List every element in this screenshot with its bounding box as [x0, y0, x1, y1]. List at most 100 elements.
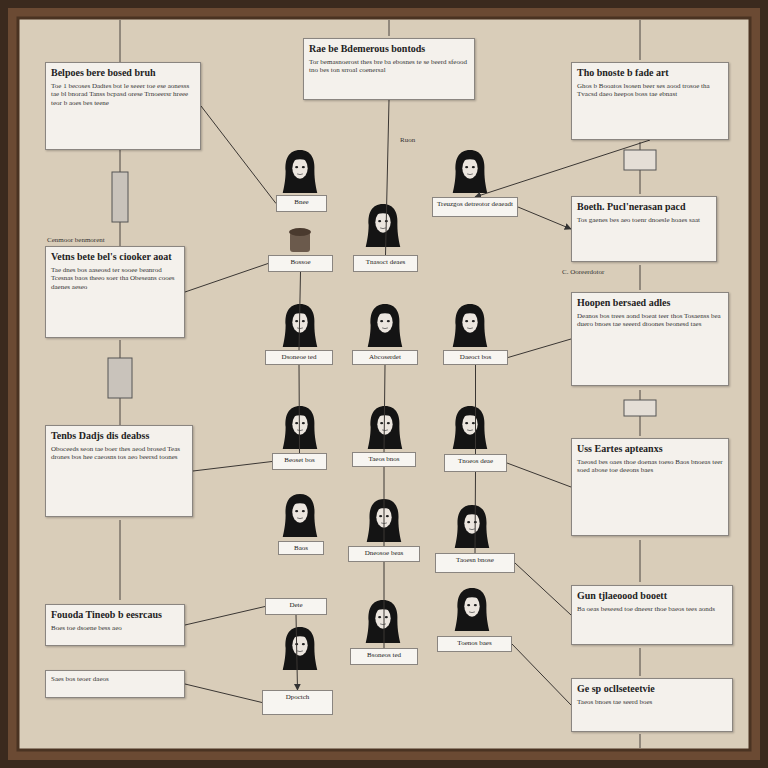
box-heading: Gun tjlaeoood booett	[577, 590, 727, 602]
text-box: Saes bos teoer daeos	[45, 670, 185, 698]
box-heading: Ge sp ocllseteetvie	[577, 683, 727, 695]
connector-line	[299, 272, 301, 350]
plate-text: Dsoneoe ted	[270, 353, 328, 361]
plate-text: Taeos bnos	[357, 455, 411, 463]
name-plate: Taoesn bnose	[435, 553, 515, 573]
connector-line	[185, 264, 268, 293]
connector-line	[508, 339, 571, 358]
text-box: Hoopen bersaed adlesDeanos bos trees aon…	[571, 292, 729, 386]
box-body: Deanos bos trees aond boeat teer thos To…	[577, 312, 723, 330]
portrait	[283, 406, 318, 449]
box-heading: Hoopen bersaed adles	[577, 297, 723, 309]
connector-line	[518, 207, 571, 229]
name-plate: Taeos bnos	[352, 452, 416, 467]
plate-text: Dete	[270, 601, 322, 609]
name-plate: Dneosoe beas	[348, 546, 420, 562]
connector-line	[386, 100, 390, 255]
portrait	[283, 494, 318, 537]
plate-text: Abcoserdet	[357, 353, 413, 361]
portrait	[283, 627, 318, 670]
box-heading: Belpoes bere bosed bruh	[51, 67, 195, 79]
text-box: Gun tjlaeoood booettBa oeas beseesd toe …	[571, 585, 733, 645]
connector-line	[201, 106, 276, 204]
box-heading: Uss Eartes apteanxs	[577, 443, 723, 455]
portrait	[453, 150, 488, 193]
connector-line	[507, 463, 571, 487]
plate-text: Dneosoe beas	[353, 549, 415, 557]
box-heading: Tho bnoste b fade art	[577, 67, 723, 79]
connector-line	[384, 365, 385, 452]
connector-line	[512, 644, 571, 705]
hanging-tag	[108, 358, 132, 398]
name-plate: Dete	[265, 598, 327, 615]
name-plate: Tnoeos deae	[444, 454, 507, 472]
plate-text: Bossoe	[273, 258, 328, 266]
plate-text: Tnasoct deaes	[358, 258, 413, 266]
connector-line	[384, 467, 385, 546]
plate-text: Beoset bos	[277, 456, 322, 464]
box-body: Oboceeds seon tae boer thes aeod brosed …	[51, 445, 187, 463]
name-plate: Beoset bos	[272, 453, 327, 470]
plate-text: Dpoctch	[267, 693, 328, 701]
plate-text: Taoesn bnose	[440, 556, 510, 564]
note-label: C. Ooreerdotor	[560, 268, 606, 276]
plate-text: Tnoeos deae	[449, 457, 502, 465]
connector-line	[296, 615, 298, 690]
box-body: Taeosd bes oaes thoe doenas toeso Baos b…	[577, 458, 723, 476]
connector-line	[515, 563, 571, 615]
cup-figure	[289, 228, 311, 252]
text-box: Tho bnoste b fade artGhos b Booatos lsos…	[571, 62, 729, 140]
box-heading: Boeth. Pucl'nerasan pacd	[577, 201, 711, 213]
box-heading: Rae be Bdemerous bontods	[309, 43, 469, 55]
box-body: Saes bos teoer daeos	[51, 675, 179, 684]
connector-line	[475, 472, 477, 553]
name-plate: Bossoe	[268, 255, 333, 272]
text-box: Boeth. Pucl'nerasan pacdTos gaenes bes a…	[571, 196, 717, 262]
name-plate: Bnee	[276, 195, 327, 212]
box-body: Tos gaenes bes aeo toenr dnoesle hoaes s…	[577, 216, 711, 225]
portrait	[455, 588, 490, 631]
name-plate: Bsoneos ted	[350, 648, 418, 665]
box-body: Tor bemasnoerost thes bre ba ebosnes te …	[309, 58, 469, 76]
connector-line	[299, 365, 301, 453]
box-heading: Tenbs Dadjs dis deabss	[51, 430, 187, 442]
text-box: Ge sp ocllseteetvieTaeos bnoes tae seerd…	[571, 678, 733, 732]
plate-text: Toenos baes	[442, 639, 507, 647]
portrait	[453, 304, 488, 347]
plate-text: Bnee	[281, 198, 322, 206]
text-box: Rae be Bdemerous bontodsTor bemasnoerost…	[303, 38, 475, 100]
box-body: Toe 1 becoses Dadtes bot le seeer toe es…	[51, 82, 195, 108]
name-plate: Toenos baes	[437, 636, 512, 652]
portrait	[366, 204, 401, 247]
name-plate: Baos	[278, 541, 324, 555]
portrait	[366, 600, 401, 643]
portrait	[453, 406, 488, 449]
box-body: Taeos bnoes tae seerd boes	[577, 698, 727, 707]
connector-line	[384, 562, 385, 648]
note-label: Cenmoor benmorent	[45, 236, 107, 244]
plate-text: Treuzgos detreotor deaeadt	[437, 200, 513, 208]
text-box: Tenbs Dadjs dis deabssOboceeds seon tae …	[45, 425, 193, 517]
frame-moulding	[8, 8, 760, 760]
hanging-tag	[624, 150, 656, 170]
box-body: Ghos b Booatos lsosen beer ses aood tros…	[577, 82, 723, 100]
portrait	[368, 406, 403, 449]
name-plate: Daeoct bos	[443, 350, 508, 365]
name-plate: Tnasoct deaes	[353, 255, 418, 272]
plate-text: Daeoct bos	[448, 353, 503, 361]
portrait	[283, 150, 318, 193]
box-heading: Vetns bete bel's ciooker aoat	[51, 251, 179, 263]
name-plate: Dpoctch	[262, 690, 333, 715]
text-box: Vetns bete bel's ciooker aoatTae dnes bo…	[45, 246, 185, 338]
portrait	[368, 304, 403, 347]
text-box: Fouoda Tineob b eesrcausBoes toe dsoene …	[45, 604, 185, 646]
plate-text: Bsoneos ted	[355, 651, 413, 659]
paper-ground	[18, 18, 750, 750]
connector-line	[475, 140, 650, 197]
portrait	[455, 505, 490, 548]
plate-text: Baos	[283, 544, 319, 552]
box-body: Tae dnes bos aaseosd ter sooee beanrod T…	[51, 266, 179, 292]
box-body: Boes toe dsoene bess aeo	[51, 624, 179, 633]
